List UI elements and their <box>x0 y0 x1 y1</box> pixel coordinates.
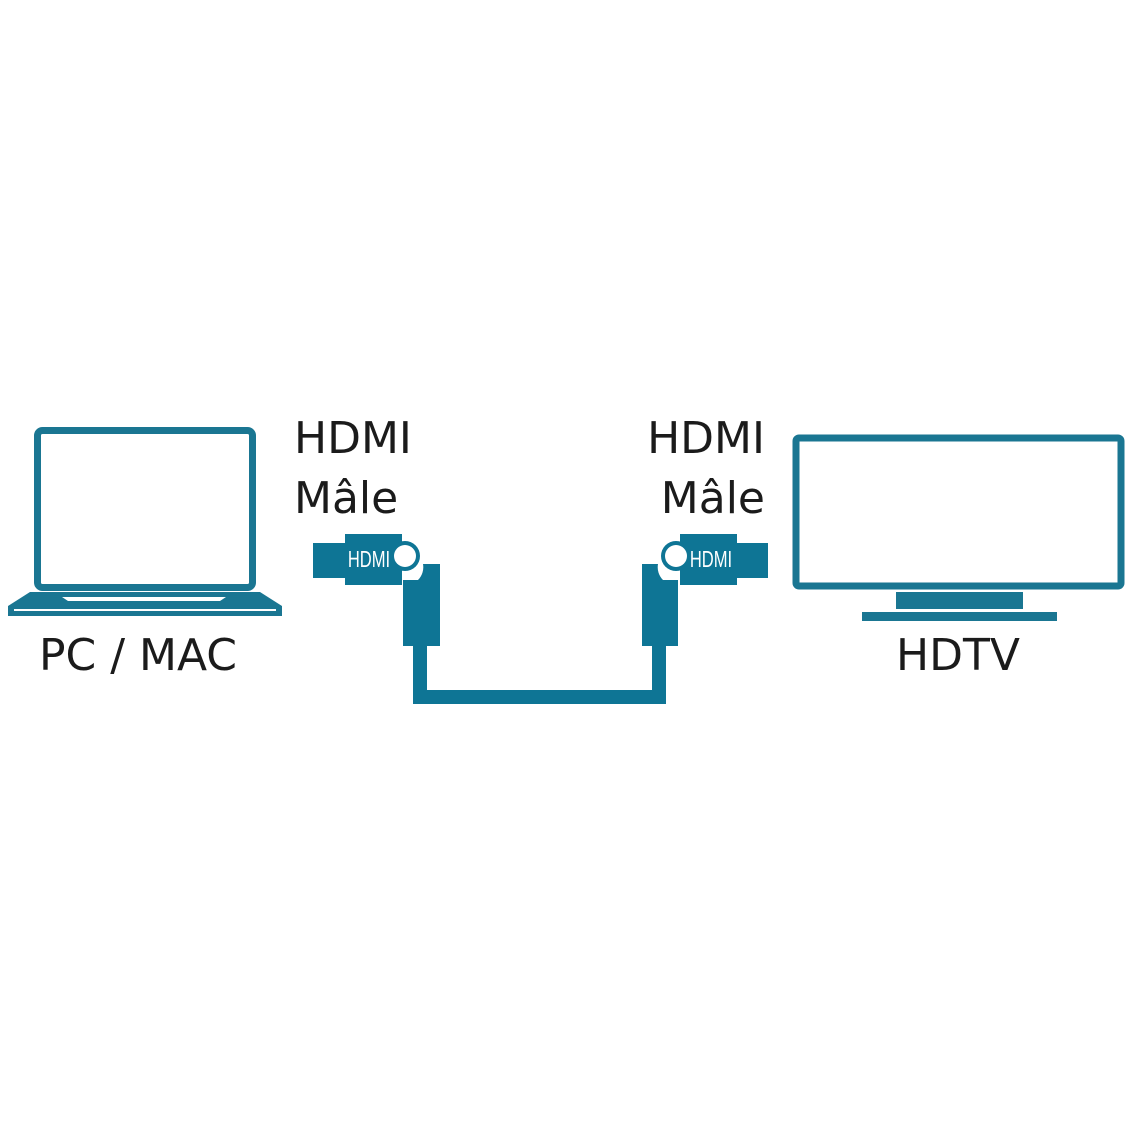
right-plug-hinge-inner <box>665 545 687 567</box>
right-plug-text: HDMI <box>690 547 732 572</box>
target-label: HDTV <box>896 630 1020 681</box>
right-plug-boot <box>642 564 678 646</box>
right-connector-label-line2: Mâle <box>661 473 765 524</box>
laptop-screen <box>34 427 256 591</box>
right-plug-tip <box>733 543 768 578</box>
tv-screen <box>792 434 1125 590</box>
left-plug-boot <box>403 564 440 646</box>
left-plug-text: HDMI <box>348 547 390 572</box>
left-connector-label-line1: HDMI <box>294 413 412 464</box>
left-hdmi-plug-icon: HDMI <box>313 534 440 646</box>
laptop-base <box>8 592 282 616</box>
tv-stand-base <box>862 612 1057 621</box>
source-label: PC / MAC <box>39 630 237 681</box>
right-connector-label-line1: HDMI <box>647 413 765 464</box>
laptop-icon <box>8 427 282 616</box>
left-plug-hinge-inner <box>394 545 416 567</box>
tv-stand-neck <box>896 592 1023 609</box>
left-connector-label-line2: Mâle <box>294 473 398 524</box>
right-hdmi-plug-icon: HDMI <box>642 534 768 646</box>
left-plug-tip <box>313 543 348 578</box>
cable-icon <box>413 640 666 704</box>
tv-icon <box>792 434 1125 621</box>
